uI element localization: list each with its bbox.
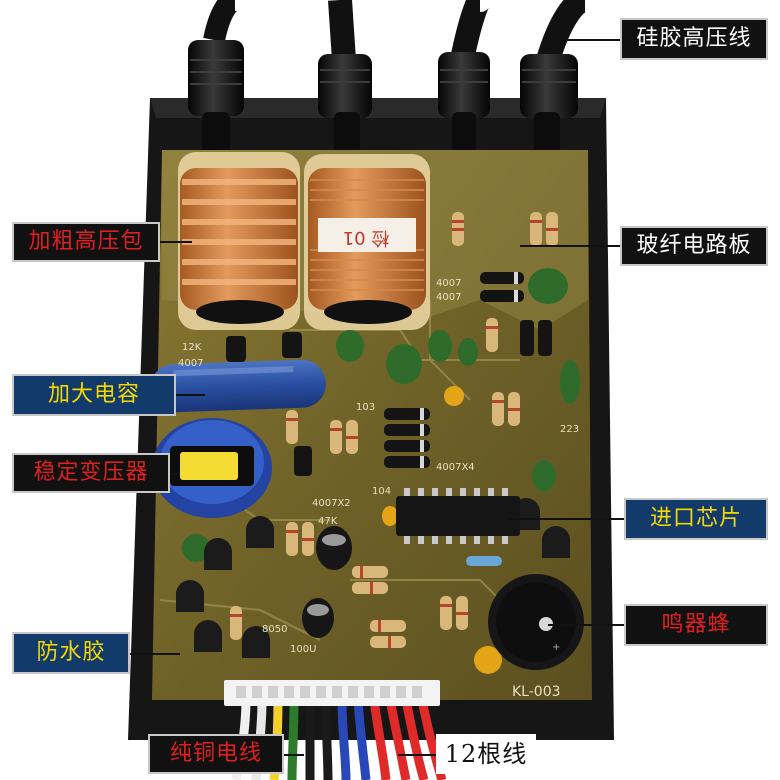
silk-100u: 100U <box>290 644 316 655</box>
callout-thick-hv-coil: 加粗高压包 <box>12 222 160 262</box>
leader-stabilized-transformer <box>168 473 180 475</box>
callout-buzzer: 鸣器蜂 <box>624 604 768 646</box>
silk-4007x2: 4007X2 <box>312 498 351 509</box>
large-capacitor <box>150 359 326 413</box>
callout-silicone-hv-wire: 硅胶高压线 <box>620 18 768 60</box>
callout-pure-copper-wire: 纯铜电线 <box>148 734 284 774</box>
silk-103: 103 <box>356 402 375 413</box>
callout-waterproof-glue: 防水胶 <box>12 632 130 674</box>
ceramic-capacitors <box>382 386 502 674</box>
wire-connector <box>224 680 440 706</box>
silk-12k: 12K <box>182 342 202 353</box>
leader-twelve-wires <box>398 754 438 756</box>
film-capacitors <box>182 268 580 562</box>
stabilized-transformer <box>152 418 272 518</box>
coil-label: 检 01 <box>343 227 390 248</box>
leader-silicone-hv-wire <box>556 39 620 41</box>
leader-imported-chip <box>508 518 624 520</box>
silk-board-model: KL-003 <box>512 684 561 700</box>
silk-223: 223 <box>560 424 579 435</box>
silk-4007-b: 4007 <box>436 292 461 303</box>
silk-104: 104 <box>372 486 391 497</box>
callout-twelve-wires: 12根线 <box>436 734 536 774</box>
resistors <box>230 212 558 648</box>
leader-thick-hv-coil <box>158 241 192 243</box>
leader-large-capacitor <box>175 394 205 396</box>
imported-chip <box>396 488 520 544</box>
second-hv-coil <box>304 154 430 330</box>
thick-hv-coil <box>178 152 300 330</box>
silk-4007-a: 4007 <box>436 278 461 289</box>
callout-fiberglass-pcb: 玻纤电路板 <box>620 226 768 266</box>
svg-text:+: + <box>552 642 560 653</box>
leader-fiberglass-pcb <box>520 245 620 247</box>
silk-4007x4: 4007X4 <box>436 462 475 473</box>
callout-large-capacitor: 加大电容 <box>12 374 176 416</box>
callout-stabilized-transformer: 稳定变压器 <box>12 453 170 493</box>
silk-4007-c: 4007 <box>178 358 203 369</box>
diodes <box>226 272 552 476</box>
leader-buzzer <box>548 624 624 626</box>
callout-imported-chip: 进口芯片 <box>624 498 768 540</box>
electrolytic-capacitors <box>302 526 352 638</box>
silk-8050: 8050 <box>262 624 287 635</box>
buzzer: + <box>488 574 584 670</box>
silk-47k: 47K <box>318 516 338 527</box>
leader-pure-copper-wire <box>282 754 304 756</box>
leader-waterproof-glue <box>128 653 180 655</box>
